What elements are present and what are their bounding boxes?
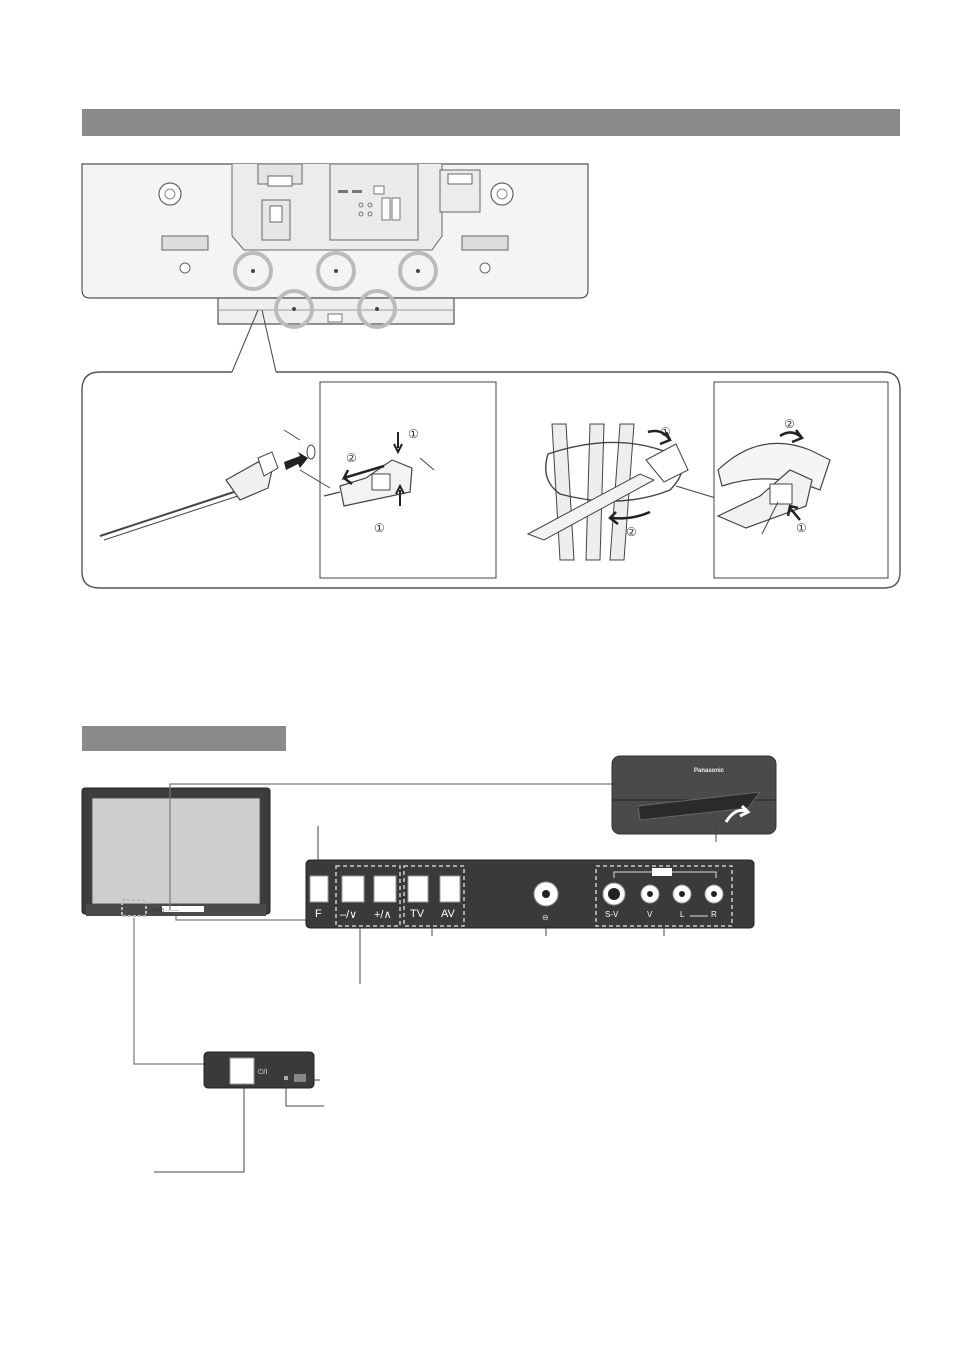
tie-bundle-figure (526, 423, 743, 561)
power-indicator (284, 1076, 288, 1080)
power-button[interactable] (229, 1057, 255, 1085)
button-vol-up[interactable] (373, 875, 397, 903)
tie-release-figure (299, 432, 435, 507)
step-mark-1a: ① (408, 427, 419, 441)
tie-insert-figure (99, 429, 316, 541)
button-function[interactable] (309, 875, 329, 903)
label-s-video: S-V (605, 910, 619, 919)
section-header-bar-top (82, 109, 900, 136)
label-av: AV (441, 908, 455, 920)
label-tv: TV (410, 908, 425, 920)
section-header-bar-controls (82, 726, 286, 751)
clamp-point-5 (357, 289, 397, 329)
inset-brand: Panasonic (694, 768, 725, 774)
clamp-point-1 (233, 251, 273, 291)
label-vol-down: –/∨ (340, 909, 358, 921)
step-mark-2a: ② (346, 451, 357, 465)
tie-loosen-figure (716, 429, 831, 535)
step-mark-1b: ① (374, 521, 385, 535)
step-mark-1c: ① (660, 425, 671, 439)
button-vol-down[interactable] (341, 875, 365, 903)
clamp-point-2 (316, 251, 356, 291)
power-symbol-icon: ⏻/I (258, 1068, 267, 1076)
label-video: V (647, 910, 653, 919)
step-mark-2d: ② (784, 417, 795, 431)
label-audio-l: L (680, 910, 685, 919)
step-mark-1d: ① (796, 521, 807, 535)
headphone-icon: ⊖ (542, 913, 549, 922)
label-audio-r: R (711, 910, 717, 919)
remote-sensor (294, 1074, 306, 1082)
step-mark-2c: ② (626, 525, 637, 539)
button-av[interactable] (439, 875, 461, 903)
label-vol-up: +/∧ (374, 909, 392, 921)
label-function: F (315, 908, 322, 920)
tv-strip-text: 00000 · ◦ ◦◦◦◦ (150, 908, 179, 914)
clamp-point-3 (398, 251, 438, 291)
clamp-point-4 (274, 289, 314, 329)
button-tv[interactable] (407, 875, 429, 903)
